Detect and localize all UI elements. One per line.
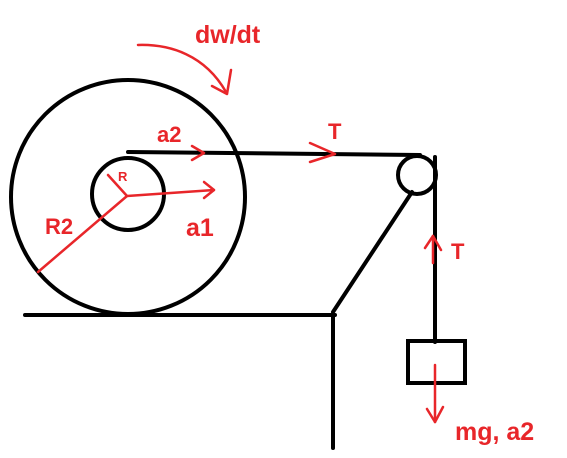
label-tension-vertical: T [451,239,465,264]
label-outer-radius: R2 [45,214,73,239]
weight-arrow [425,363,445,424]
angular-accel-arrow [136,43,233,96]
label-a1: a1 [186,214,214,242]
horizontal-string [126,150,422,157]
pulley [396,154,438,196]
tension-vertical-arrow [423,234,443,265]
label-inner-radius: R [118,169,128,184]
tension-top-arrow [308,141,337,164]
a1-arrow [125,180,216,200]
outer-wheel [9,78,247,316]
outer-radius-line [36,194,129,274]
label-tension-top: T [328,119,342,144]
hanging-mass [406,339,467,385]
inner-radius-line [106,173,129,198]
label-weight: mg, a2 [455,418,534,446]
pulley-support [331,190,414,314]
a2-arrow [190,144,206,162]
label-angular-accel: dw/dt [195,21,261,49]
label-a2-top: a2 [157,122,181,147]
